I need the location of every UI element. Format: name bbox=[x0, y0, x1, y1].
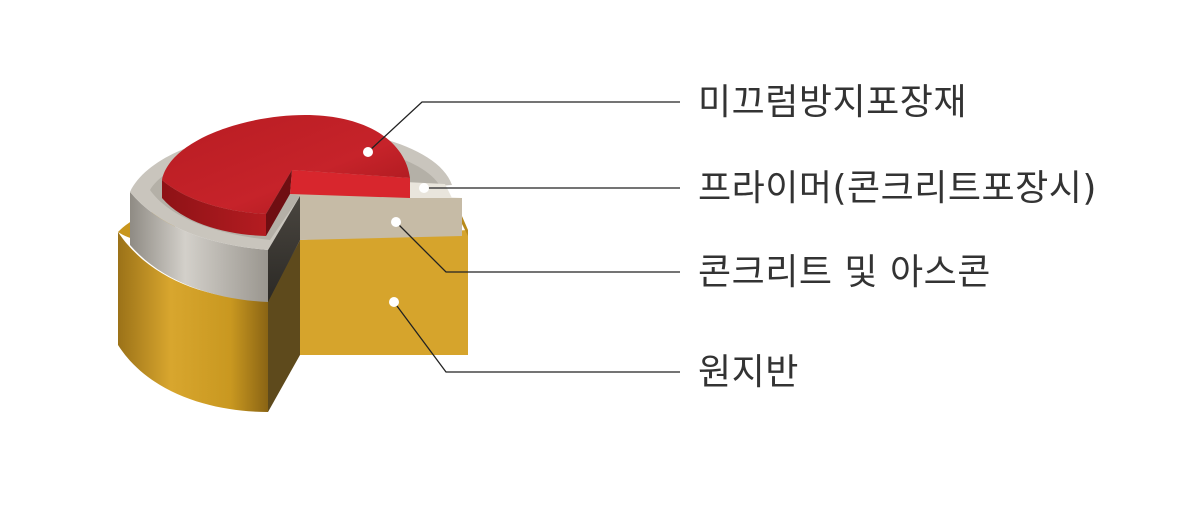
leader-lines bbox=[367, 101, 680, 373]
concrete-cut-face bbox=[290, 194, 462, 240]
anti-slip-dot bbox=[363, 147, 373, 157]
label-subgrade: 원지반 bbox=[698, 352, 799, 393]
label-concrete: 콘크리트 및 아스콘 bbox=[698, 252, 991, 293]
leader-line-concrete bbox=[395, 221, 680, 273]
anti-slip-side bbox=[162, 180, 266, 236]
concrete-ring-side bbox=[130, 192, 268, 302]
subgrade-cut-face bbox=[300, 230, 468, 355]
subgrade-cut-dark bbox=[268, 240, 300, 412]
leader-dots bbox=[363, 147, 429, 307]
concrete-dot bbox=[391, 217, 401, 227]
primer-dot bbox=[419, 183, 429, 193]
label-anti-slip: 미끄럼방지포장재 bbox=[698, 82, 967, 123]
leader-line-subgrade bbox=[393, 301, 680, 373]
concrete-cut-dark bbox=[268, 196, 300, 302]
anti-slip-cut-dark bbox=[266, 170, 292, 236]
anti-slip-cut-face bbox=[290, 170, 410, 198]
label-primer: 프라이머(콘크리트포장시) bbox=[698, 168, 1097, 209]
anti-slip-top bbox=[162, 115, 410, 214]
leader-line-anti-slip bbox=[367, 101, 680, 153]
subgrade-side bbox=[118, 232, 268, 412]
subgrade-dot bbox=[389, 297, 399, 307]
